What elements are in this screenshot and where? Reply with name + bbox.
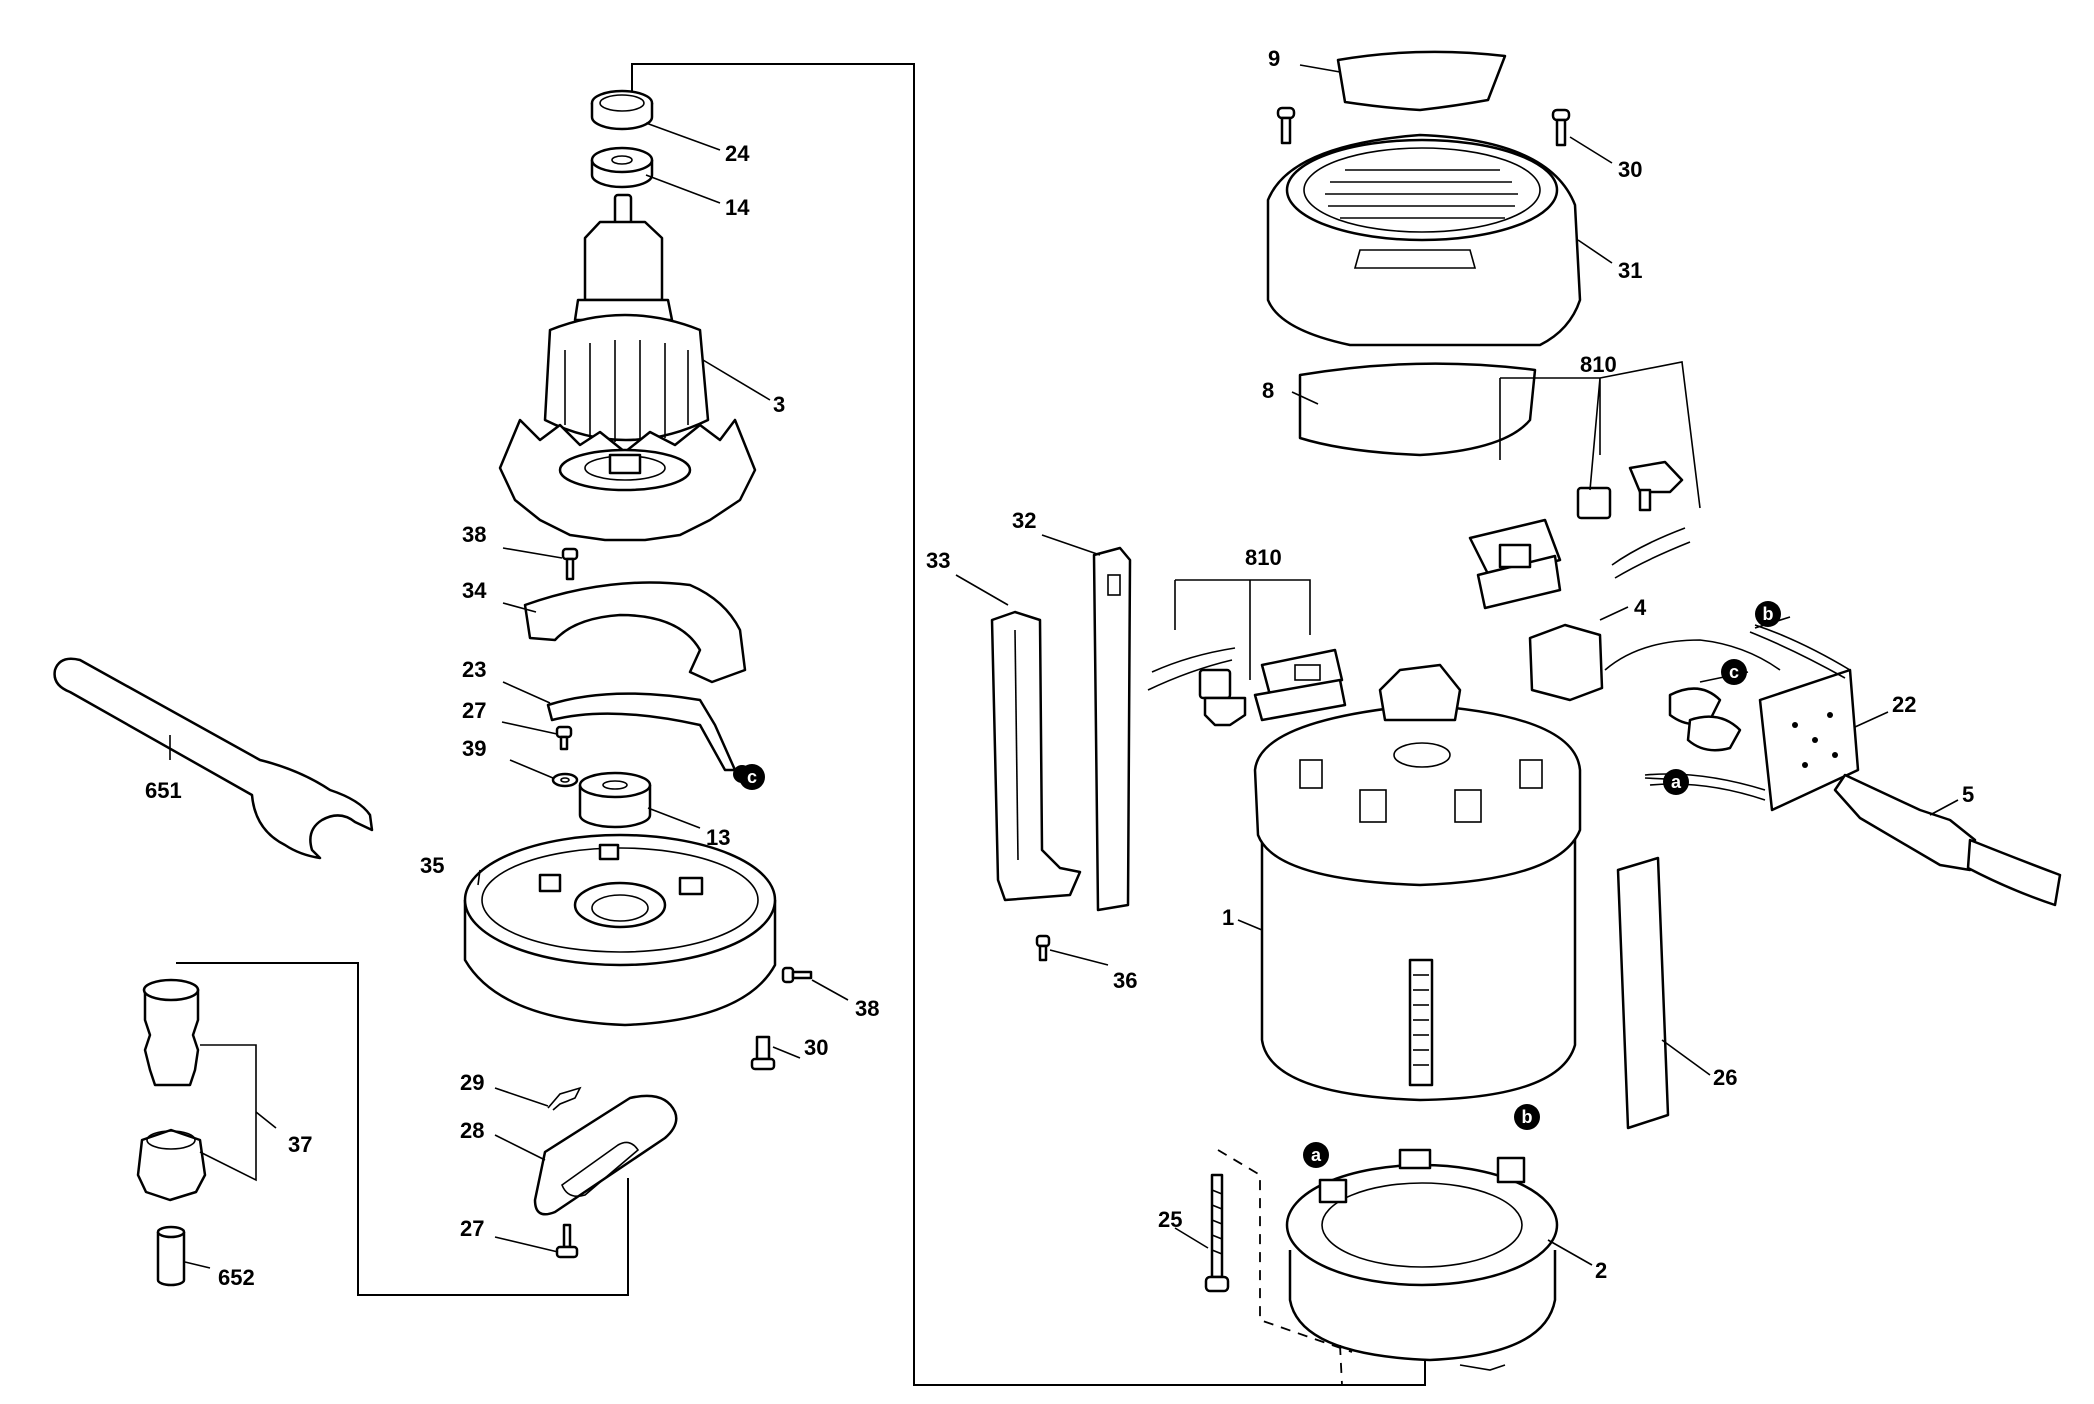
part-27-screw-top — [555, 725, 573, 751]
part-22-electronic-board — [1644, 624, 1860, 812]
callout-27-base: 27 — [460, 1216, 484, 1241]
callout-9: 9 — [1268, 46, 1280, 71]
ref-marker-b-board: b — [1755, 601, 1781, 627]
part-37-collet-nut — [136, 978, 207, 1202]
dashed-assembly-line-bottom — [1339, 1344, 1343, 1386]
ref-marker-a-board: a — [1663, 769, 1689, 795]
svg-text:a: a — [1311, 1145, 1322, 1165]
callout-30-base: 30 — [804, 1035, 828, 1060]
callout-28: 28 — [460, 1118, 484, 1143]
part-30-screw-left — [1276, 106, 1296, 145]
svg-text:b: b — [1763, 604, 1774, 624]
part-4-carbon-brush — [1528, 623, 1781, 702]
assembly-frame-collet — [176, 962, 629, 1296]
callout-33: 33 — [926, 548, 950, 573]
part-39-washer — [551, 772, 579, 788]
part-32-guide-bar — [1092, 546, 1132, 912]
callout-2: 2 — [1595, 1258, 1607, 1283]
callout-35: 35 — [420, 853, 444, 878]
callout-30-top: 30 — [1618, 157, 1642, 182]
callout-38-right: 38 — [855, 996, 879, 1021]
part-810-brush-holder-left — [1147, 647, 1347, 727]
part-810-brush-holder-right — [1468, 460, 1691, 610]
callout-810-mid: 810 — [1245, 545, 1282, 570]
callout-26: 26 — [1713, 1065, 1737, 1090]
callout-22: 22 — [1892, 692, 1916, 717]
callout-5: 5 — [1962, 782, 1974, 807]
part-9-badge — [1336, 50, 1507, 112]
part-2-brush-ring — [1285, 1148, 1559, 1371]
part-38-screw-top — [561, 547, 579, 581]
part-651-wrench — [53, 657, 374, 860]
callout-labels: 9 30 31 8 810 24 14 3 38 34 23 27 39 13 … — [145, 46, 1974, 1290]
callout-27-top: 27 — [462, 698, 486, 723]
part-652-sleeve — [156, 1225, 186, 1287]
leader-lines — [169, 64, 1959, 1269]
callout-810-top: 810 — [1580, 352, 1617, 377]
callout-3: 3 — [773, 392, 785, 417]
callout-25: 25 — [1158, 1207, 1182, 1232]
part-30-screw-right — [1551, 108, 1571, 147]
callout-39: 39 — [462, 736, 486, 761]
part-13-bearing — [578, 771, 652, 829]
part-38-screw-right — [781, 966, 813, 984]
callout-651: 651 — [145, 778, 182, 803]
callout-29: 29 — [460, 1070, 484, 1095]
callout-38-top: 38 — [462, 522, 486, 547]
part-24-ring — [590, 89, 654, 131]
dashed-assembly-line-left — [1217, 1149, 1353, 1353]
callout-1: 1 — [1222, 905, 1234, 930]
callout-37: 37 — [288, 1132, 312, 1157]
part-36-screw — [1035, 934, 1051, 962]
callout-14: 14 — [725, 195, 750, 220]
callout-652: 652 — [218, 1265, 255, 1290]
assembly-frame-motor — [631, 63, 1426, 1386]
ref-marker-c-clip: c — [739, 764, 765, 790]
callout-4: 4 — [1634, 595, 1647, 620]
part-33-guide-rail — [990, 610, 1082, 902]
svg-text:c: c — [1729, 662, 1739, 682]
svg-text:a: a — [1671, 772, 1682, 792]
part-8-label-band — [1298, 362, 1537, 457]
part-29-spring — [547, 1086, 582, 1111]
part-28-lever — [533, 1094, 678, 1216]
part-31-housing-cap — [1266, 133, 1582, 347]
part-1-motor-housing — [1253, 663, 1582, 1102]
part-25-long-screw — [1204, 1173, 1230, 1293]
callout-34: 34 — [462, 578, 487, 603]
callout-31: 31 — [1618, 258, 1642, 283]
callout-8: 8 — [1262, 378, 1274, 403]
callout-32: 32 — [1012, 508, 1036, 533]
part-26-strip — [1616, 856, 1670, 1130]
ref-marker-b-ring: b — [1514, 1104, 1540, 1130]
svg-text:c: c — [747, 767, 757, 787]
callout-24: 24 — [725, 141, 750, 166]
svg-text:b: b — [1522, 1107, 1533, 1127]
callout-13: 13 — [706, 825, 730, 850]
part-30-screw-base — [750, 1035, 776, 1071]
part-3-armature — [498, 193, 757, 542]
callout-23: 23 — [462, 657, 486, 682]
callout-36: 36 — [1113, 968, 1137, 993]
part-35-bearing-housing — [463, 833, 777, 1027]
part-23-spring-clip — [546, 692, 751, 783]
part-14-bearing — [590, 146, 654, 189]
part-27-screw-base — [555, 1223, 579, 1259]
part-5-power-cord — [1833, 773, 2062, 907]
part-34-retaining-plate — [523, 581, 747, 684]
ref-marker-a-ring: a — [1303, 1142, 1329, 1168]
ref-marker-c-board: c — [1721, 659, 1747, 685]
